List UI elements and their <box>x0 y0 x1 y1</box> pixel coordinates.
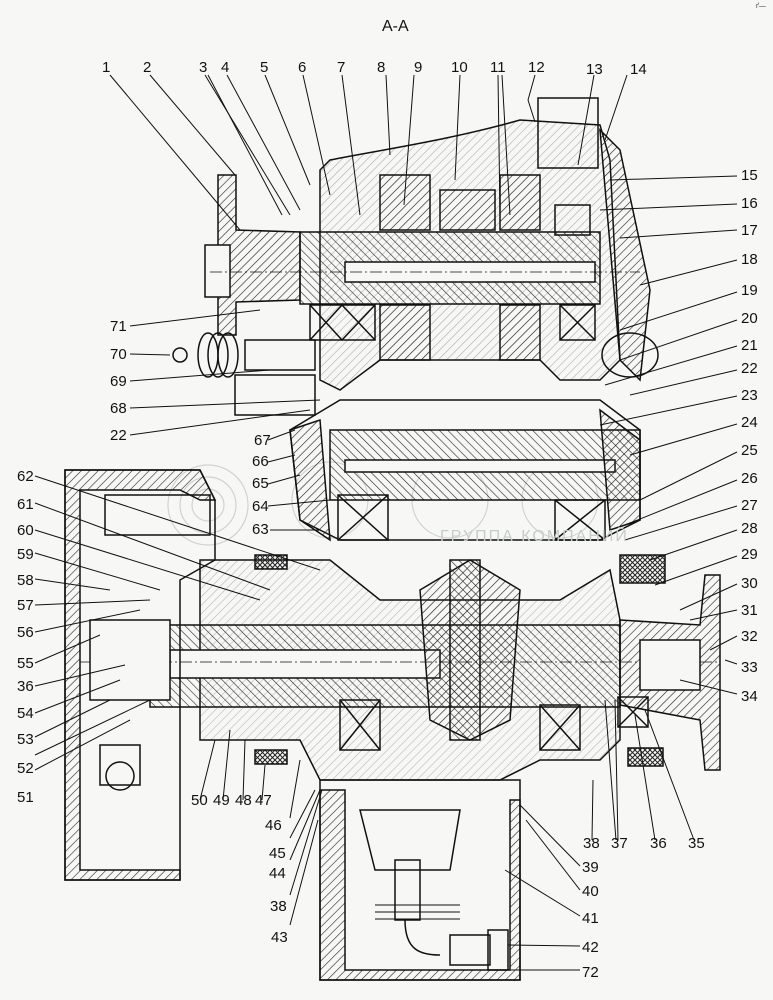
callout: 33 <box>741 659 758 676</box>
callout: 50 <box>191 792 208 809</box>
callout: 6 <box>298 59 307 76</box>
callout: 65 <box>252 475 269 492</box>
callout: 61 <box>17 496 34 513</box>
callout: 4 <box>221 59 230 76</box>
callout: 51 <box>17 789 34 806</box>
callout: 64 <box>252 498 269 515</box>
callout: 55 <box>17 655 34 672</box>
callout: 22 <box>110 427 127 444</box>
callout: 62 <box>17 468 34 485</box>
callout: 23 <box>741 387 758 404</box>
callout: 11 <box>490 59 506 76</box>
callout: 2 <box>143 59 152 76</box>
callout: 63 <box>252 521 269 538</box>
callout: 42 <box>582 939 599 956</box>
callout: 12 <box>528 59 545 76</box>
callout: 32 <box>741 628 758 645</box>
callout: 30 <box>741 575 758 592</box>
callout: 25 <box>741 442 758 459</box>
callout: 44 <box>269 865 286 882</box>
callout: 60 <box>17 522 34 539</box>
callout: 52 <box>17 760 34 777</box>
callout: 21 <box>741 337 758 354</box>
callout: 38 <box>583 835 600 852</box>
bearing <box>309 204 596 341</box>
callout: 29 <box>741 546 758 563</box>
callout: 5 <box>260 59 269 76</box>
callout: 14 <box>630 61 647 78</box>
watermark-text: ГРУППА КОМПАНИЙ <box>440 528 629 545</box>
callout: 17 <box>741 222 758 239</box>
callout: 46 <box>265 817 282 834</box>
callout: 27 <box>741 497 758 514</box>
callout: 7 <box>337 59 346 76</box>
callout: 45 <box>269 845 286 862</box>
callout: 39 <box>582 859 599 876</box>
callout: 1 <box>102 59 111 76</box>
leader-lines <box>34 74 738 971</box>
callout: 40 <box>582 883 599 900</box>
callout: 9 <box>414 59 423 76</box>
callout: 28 <box>741 520 758 537</box>
callout: 67 <box>254 432 271 449</box>
callout: 36 <box>17 678 34 695</box>
callout: 71 <box>110 318 127 335</box>
callout: 66 <box>252 453 269 470</box>
callout: 22 <box>741 360 758 377</box>
callout: 70 <box>110 346 127 363</box>
callout: 24 <box>741 414 758 431</box>
callout: 36 <box>650 835 667 852</box>
corner-mark: ґ— <box>756 3 766 10</box>
callout: 37 <box>611 835 628 852</box>
callout: 38 <box>270 898 287 915</box>
callout: 72 <box>582 964 599 981</box>
callout: 8 <box>377 59 386 76</box>
callout: 3 <box>199 59 208 76</box>
callout: 53 <box>17 731 34 748</box>
callout: 34 <box>741 688 758 705</box>
callout: 15 <box>741 167 758 184</box>
callout: 48 <box>235 792 252 809</box>
callout: 16 <box>741 195 758 212</box>
callout: 59 <box>17 546 34 563</box>
callout: 18 <box>741 251 758 268</box>
callout: 26 <box>741 470 758 487</box>
section-title: А-А <box>382 18 409 35</box>
callout: 54 <box>17 705 34 722</box>
callout: 57 <box>17 597 34 614</box>
callout: 56 <box>17 624 34 641</box>
callout: 31 <box>741 602 758 619</box>
pulley <box>172 332 316 416</box>
callout: 19 <box>741 282 758 299</box>
callout: 13 <box>586 61 603 78</box>
callout: 43 <box>271 929 288 946</box>
callout: 41 <box>582 910 599 927</box>
callout: 10 <box>451 59 468 76</box>
callout: 68 <box>110 400 127 417</box>
callout: 49 <box>213 792 230 809</box>
callout: 20 <box>741 310 758 327</box>
callout: 69 <box>110 373 127 390</box>
callout: 58 <box>17 572 34 589</box>
callout: 47 <box>255 792 272 809</box>
callout: 35 <box>688 835 705 852</box>
